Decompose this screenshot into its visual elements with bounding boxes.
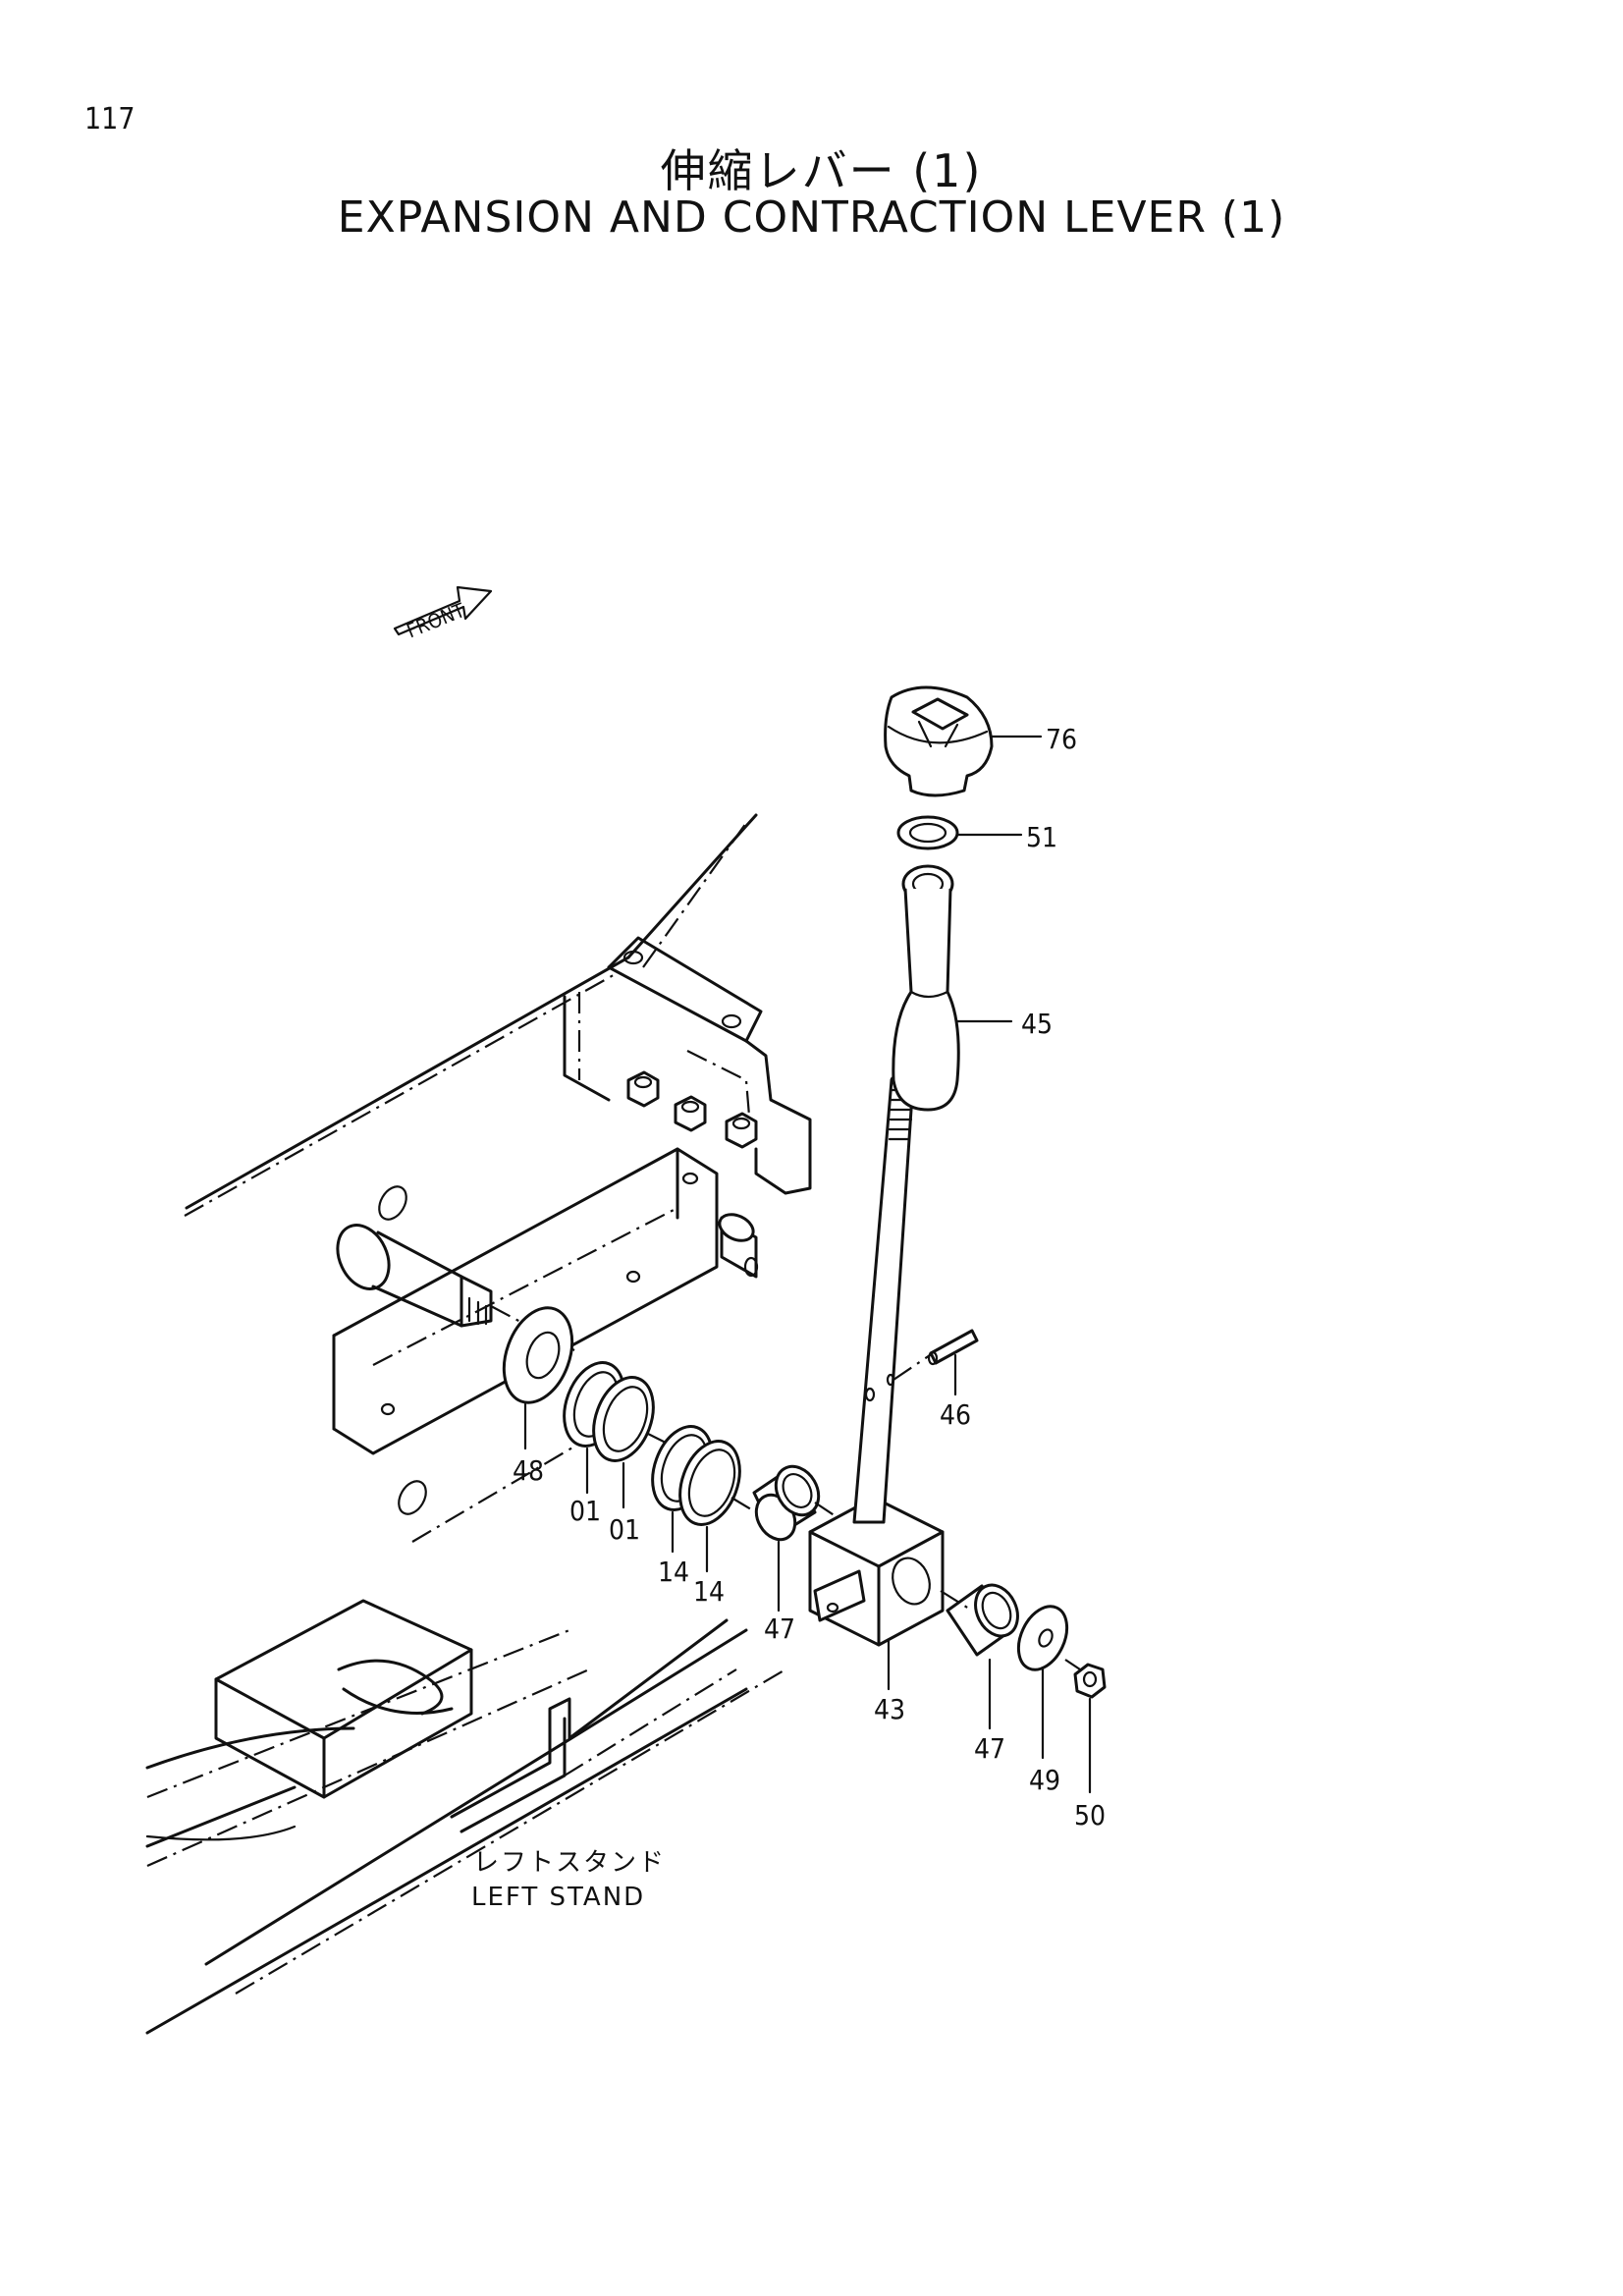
- note-japanese: レフトスタンド: [473, 1848, 666, 1878]
- callout-50: 50: [1074, 1799, 1106, 1831]
- part-76-knob: [884, 685, 1043, 797]
- callout-14a: 14: [658, 1556, 689, 1588]
- part-47-bushing-right: [940, 1583, 1019, 1730]
- part-46-spring-pin: [927, 1329, 979, 1396]
- callout-43: 43: [874, 1693, 905, 1725]
- left-stand-frame: [145, 813, 786, 2035]
- left-stand-note: レフトスタンド LEFT STAND: [471, 1848, 666, 1912]
- note-english: LEFT STAND: [471, 1883, 645, 1912]
- part-50-nut: [1064, 1659, 1107, 1794]
- part-47-bushing-left: [752, 1464, 845, 1613]
- callout-47b: 47: [974, 1732, 1005, 1765]
- part-49-washer: [1016, 1605, 1069, 1760]
- callout-48: 48: [513, 1454, 544, 1487]
- callout-46: 46: [940, 1398, 971, 1431]
- callout-01a: 01: [569, 1495, 601, 1527]
- callout-51: 51: [1026, 821, 1057, 853]
- part-45-grip: [892, 864, 1013, 1112]
- callout-01b: 01: [609, 1513, 640, 1546]
- page-number: 117: [84, 102, 135, 137]
- front-direction-arrow: FRONT: [393, 585, 493, 643]
- nut: [674, 1095, 707, 1132]
- callout-47a: 47: [764, 1613, 795, 1645]
- part-01-shims: [563, 1361, 688, 1509]
- front-label: FRONT: [404, 598, 469, 643]
- seat-bracket: [214, 1599, 473, 1799]
- diagram-title-japanese: 伸縮レバー (1): [660, 144, 983, 197]
- part-14-shims: [651, 1425, 757, 1573]
- callout-76: 76: [1046, 723, 1077, 755]
- part-51-collar: [896, 815, 1023, 850]
- callout-14b: 14: [693, 1575, 725, 1608]
- diagram-title-english: EXPANSION AND CONTRACTION LEVER (1): [337, 192, 1286, 243]
- upper-bracket: [563, 936, 812, 1195]
- part-43-lever-block: [808, 1496, 945, 1691]
- callout-labels: 76 51 45 46 48 01 01 14 14 47 43 47 49 5…: [513, 723, 1106, 1831]
- callout-49: 49: [1029, 1764, 1060, 1796]
- nut: [626, 1070, 660, 1108]
- mounting-plate: [332, 1147, 719, 1515]
- part-48-washer: [502, 1306, 574, 1450]
- nut: [725, 1112, 758, 1149]
- lever-shaft: [852, 1073, 934, 1524]
- callout-45: 45: [1021, 1008, 1053, 1040]
